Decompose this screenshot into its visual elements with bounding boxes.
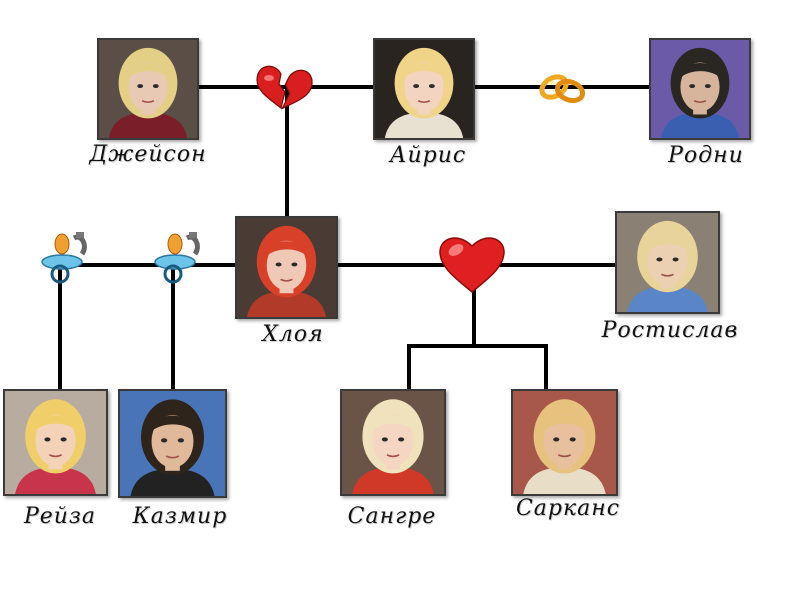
heart-icon bbox=[439, 237, 505, 293]
portrait-face bbox=[35, 414, 76, 467]
portrait-shirt bbox=[352, 467, 434, 494]
portrait-reiza bbox=[3, 389, 108, 496]
portrait-mouth bbox=[141, 100, 155, 104]
portrait-art-rostislav bbox=[617, 213, 718, 312]
name-iris: Айрис bbox=[389, 143, 467, 168]
portrait-art-iris bbox=[375, 40, 473, 138]
portrait-shirt bbox=[246, 291, 327, 317]
name-chloe: Хлоя bbox=[262, 322, 324, 347]
portrait-shirt bbox=[15, 467, 96, 494]
portrait-eye bbox=[275, 262, 282, 267]
portrait-fringe bbox=[370, 415, 416, 433]
portrait-mouth bbox=[661, 273, 674, 277]
portrait-fringe bbox=[264, 241, 309, 258]
portrait-face bbox=[266, 240, 307, 291]
portrait-mouth bbox=[49, 454, 62, 458]
portrait-eye bbox=[291, 262, 298, 267]
portrait-shirt bbox=[108, 112, 188, 138]
name-kazimir: Казмир bbox=[132, 504, 228, 529]
portrait-eye bbox=[137, 84, 144, 89]
name-rostislav: Ростислав bbox=[601, 318, 739, 343]
portrait-mouth bbox=[417, 100, 431, 104]
portrait-eye bbox=[689, 84, 696, 89]
portrait-eye bbox=[177, 438, 185, 443]
portrait-fringe bbox=[678, 63, 722, 80]
portrait-mouth bbox=[693, 100, 707, 104]
portrait-fringe bbox=[149, 415, 196, 433]
portrait-eye bbox=[656, 257, 663, 262]
portrait-face bbox=[680, 62, 720, 112]
portrait-face bbox=[404, 62, 444, 112]
portrait-sarkans bbox=[511, 389, 618, 496]
wedding-rings-icon bbox=[539, 74, 586, 104]
portrait-fringe bbox=[33, 415, 78, 433]
portrait-fringe bbox=[126, 63, 170, 80]
portrait-iris bbox=[373, 38, 475, 140]
portrait-sangre bbox=[340, 389, 446, 496]
portrait-eye bbox=[398, 437, 405, 442]
portrait-shirt bbox=[130, 468, 215, 496]
name-sarkans: Сарканс bbox=[515, 496, 621, 521]
name-sangre: Сангре bbox=[347, 504, 437, 529]
portrait-mouth bbox=[386, 454, 400, 458]
portrait-art-reiza bbox=[5, 391, 106, 494]
portrait-art-sangre bbox=[342, 391, 444, 494]
portrait-fringe bbox=[645, 236, 690, 253]
portrait-fringe bbox=[541, 415, 588, 433]
portrait-eye bbox=[381, 437, 388, 442]
portrait-chloe bbox=[235, 216, 338, 319]
portrait-eye bbox=[672, 257, 679, 262]
portrait-shirt bbox=[660, 112, 740, 138]
portrait-rodney bbox=[649, 38, 751, 140]
portrait-eye bbox=[44, 437, 51, 442]
portrait-shirt bbox=[523, 467, 606, 494]
portrait-face bbox=[151, 415, 194, 468]
pacifier-phone-icon bbox=[154, 232, 200, 284]
portrait-eye bbox=[704, 84, 711, 89]
portrait-art-sarkans bbox=[513, 391, 616, 494]
name-reiza: Рейза bbox=[23, 504, 97, 529]
portrait-face bbox=[647, 235, 688, 286]
portrait-rostislav bbox=[615, 211, 720, 314]
portrait-kazimir bbox=[118, 389, 227, 498]
portrait-shirt bbox=[384, 112, 464, 138]
portrait-eye bbox=[569, 437, 576, 442]
portrait-art-jason bbox=[99, 40, 197, 138]
portrait-fringe bbox=[402, 63, 446, 80]
portrait-face bbox=[128, 62, 168, 112]
portrait-art-kazimir bbox=[120, 391, 225, 496]
pacifier-phone-icon bbox=[41, 232, 87, 284]
portrait-eye bbox=[152, 84, 159, 89]
portrait-art-chloe bbox=[237, 218, 336, 317]
portrait-jason bbox=[97, 38, 199, 140]
portrait-mouth bbox=[165, 455, 180, 459]
broken-heart-icon bbox=[256, 65, 313, 110]
portrait-face bbox=[372, 414, 414, 467]
portrait-face bbox=[543, 414, 586, 467]
name-rodney: Родни bbox=[668, 143, 744, 168]
portrait-eye bbox=[60, 437, 67, 442]
name-jason: Джейсон bbox=[89, 142, 207, 167]
portrait-eye bbox=[553, 437, 560, 442]
portrait-art-rodney bbox=[651, 40, 749, 138]
portrait-shirt bbox=[627, 286, 708, 312]
portrait-eye bbox=[428, 84, 435, 89]
portrait-mouth bbox=[280, 278, 293, 282]
portrait-mouth bbox=[557, 454, 572, 458]
portrait-eye bbox=[413, 84, 420, 89]
portrait-eye bbox=[160, 438, 168, 443]
